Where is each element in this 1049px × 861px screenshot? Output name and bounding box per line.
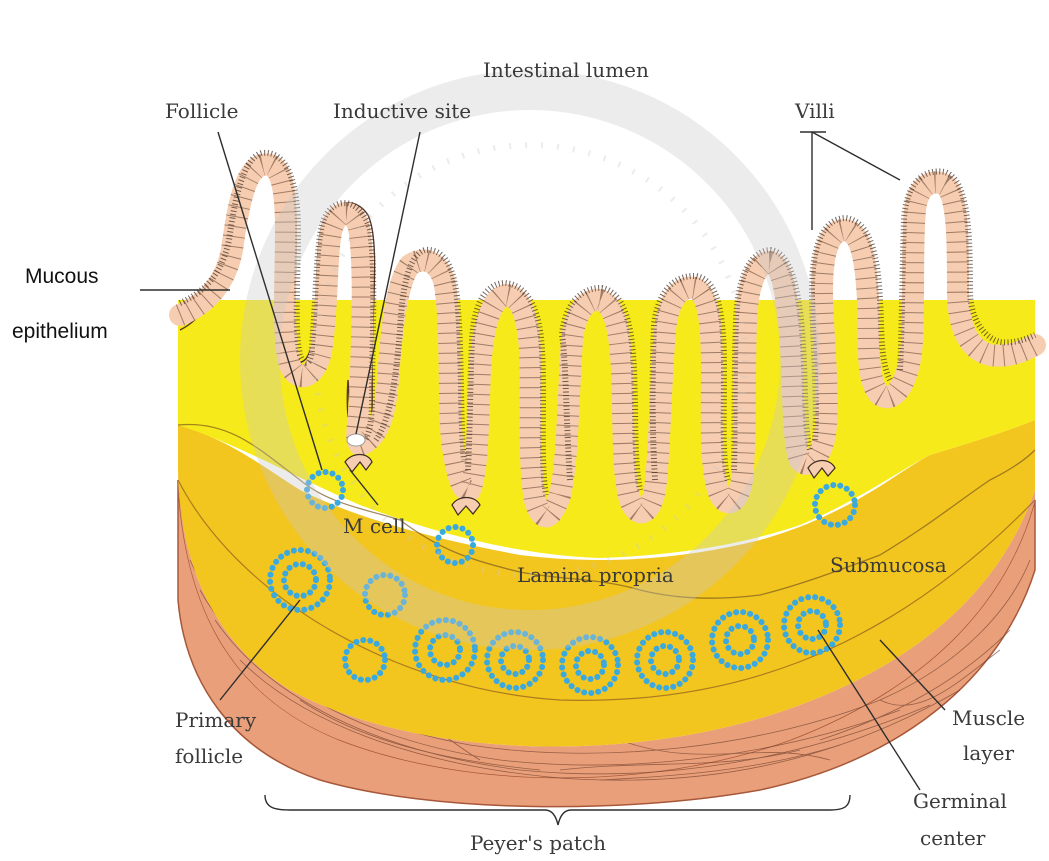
label-m-cell: M cell bbox=[343, 514, 406, 538]
label-inductive-site: Inductive site bbox=[333, 99, 471, 123]
leader-villi-2 bbox=[812, 132, 900, 180]
inductive-site-marker bbox=[347, 434, 365, 446]
label-primary-line2: follicle bbox=[175, 744, 243, 768]
label-muscle-line2: layer bbox=[963, 741, 1014, 765]
label-primary-line1: Primary bbox=[175, 708, 257, 732]
label-villi: Villi bbox=[794, 99, 835, 123]
label-germinal-line2: center bbox=[920, 826, 986, 850]
label-mucous-line2: epithelium bbox=[12, 320, 108, 343]
label-intestinal-lumen: Intestinal lumen bbox=[483, 58, 649, 82]
label-germinal-line1: Germinal bbox=[913, 789, 1007, 813]
label-muscle-line1: Muscle bbox=[952, 706, 1025, 730]
label-mucous-line1: Mucous bbox=[25, 265, 99, 288]
label-peyers-patch: Peyer's patch bbox=[470, 831, 606, 855]
label-lamina-propria: Lamina propria bbox=[517, 563, 674, 587]
label-follicle: Follicle bbox=[165, 99, 238, 123]
label-submucosa: Submucosa bbox=[830, 553, 947, 577]
